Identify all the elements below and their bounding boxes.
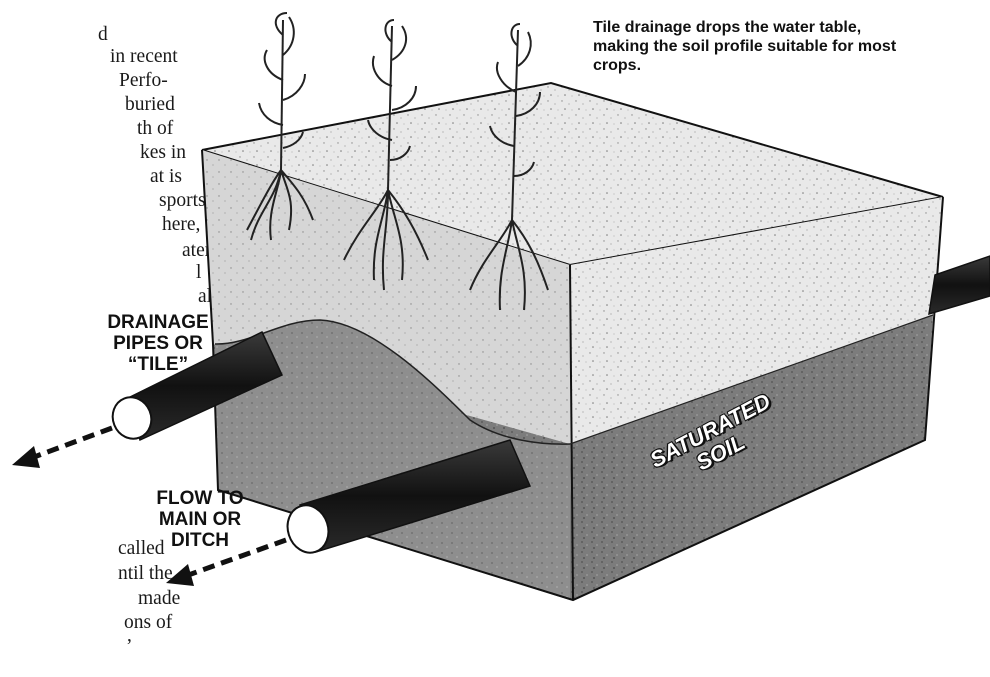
flow-to-main-label: FLOW TO MAIN OR DITCH — [140, 488, 260, 551]
figure-caption: Tile drainage drops the water table, mak… — [593, 18, 913, 75]
flow-arrow-upper — [12, 428, 112, 468]
drainage-pipes-label: DRAINAGE PIPES OR “TILE” — [88, 312, 228, 375]
